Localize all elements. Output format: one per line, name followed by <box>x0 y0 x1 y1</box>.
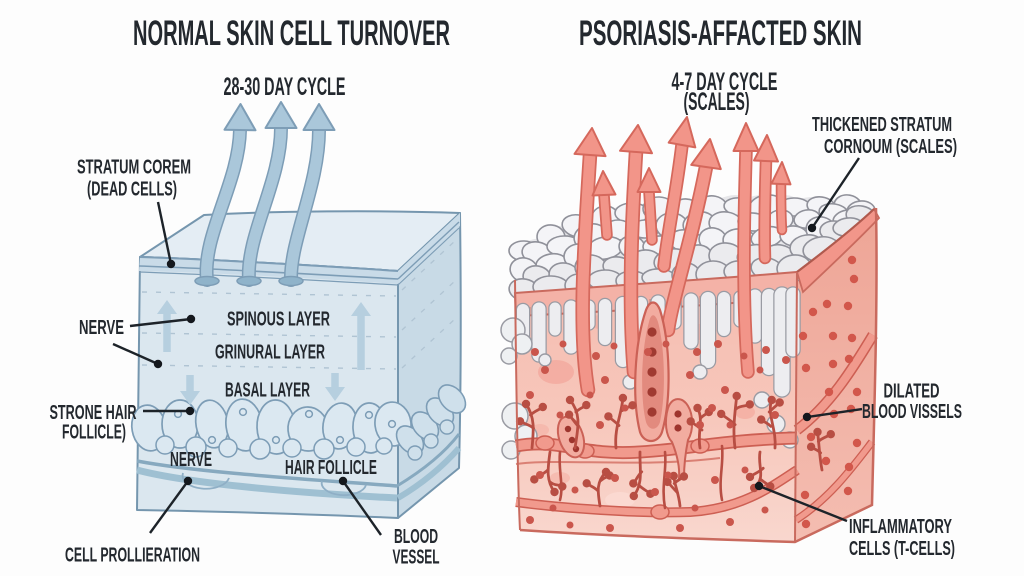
svg-text:STRATUM COREM: STRATUM COREM <box>77 156 191 179</box>
svg-text:DILATED: DILATED <box>884 380 940 403</box>
svg-text:INFLAMMATORY: INFLAMMATORY <box>849 515 952 538</box>
svg-text:(DEAD CELLS): (DEAD CELLS) <box>87 178 177 201</box>
svg-text:BLOOD VISSELS: BLOOD VISSELS <box>862 400 962 423</box>
svg-text:SPINOUS LAYER: SPINOUS LAYER <box>227 308 330 331</box>
svg-text:STRONE HAIR: STRONE HAIR <box>50 401 137 424</box>
svg-text:BASAL LAYER: BASAL LAYER <box>225 379 310 402</box>
svg-text:CORNOUM (SCALES): CORNOUM (SCALES) <box>824 135 957 158</box>
svg-text:NERVE: NERVE <box>79 316 124 339</box>
svg-text:CELL PROLLIERATION: CELL PROLLIERATION <box>65 544 200 567</box>
svg-text:FOLLICLE): FOLLICLE) <box>62 421 126 444</box>
svg-text:28-30 DAY CYCLE: 28-30 DAY CYCLE <box>224 73 346 101</box>
svg-text:4-7 DAY CYCLE: 4-7 DAY CYCLE <box>672 68 778 96</box>
svg-text:HAIR FOLLICLE: HAIR FOLLICLE <box>285 456 377 479</box>
svg-text:THICKENED STRATUM: THICKENED STRATUM <box>812 113 952 136</box>
svg-text:GRINURAL LAYER: GRINURAL LAYER <box>215 341 325 364</box>
svg-text:PSORIASIS-AFFACTED SKIN: PSORIASIS-AFFACTED SKIN <box>579 14 862 53</box>
svg-text:NORMAL SKIN CELL TURNOVER: NORMAL SKIN CELL TURNOVER <box>133 14 450 53</box>
svg-text:VESSEL: VESSEL <box>393 546 440 569</box>
svg-text:(SCALES): (SCALES) <box>684 88 750 116</box>
svg-text:CELLS (T-CELLS): CELLS (T-CELLS) <box>849 537 955 560</box>
svg-text:BLOOD: BLOOD <box>394 525 438 548</box>
svg-text:NERVE: NERVE <box>170 448 212 471</box>
